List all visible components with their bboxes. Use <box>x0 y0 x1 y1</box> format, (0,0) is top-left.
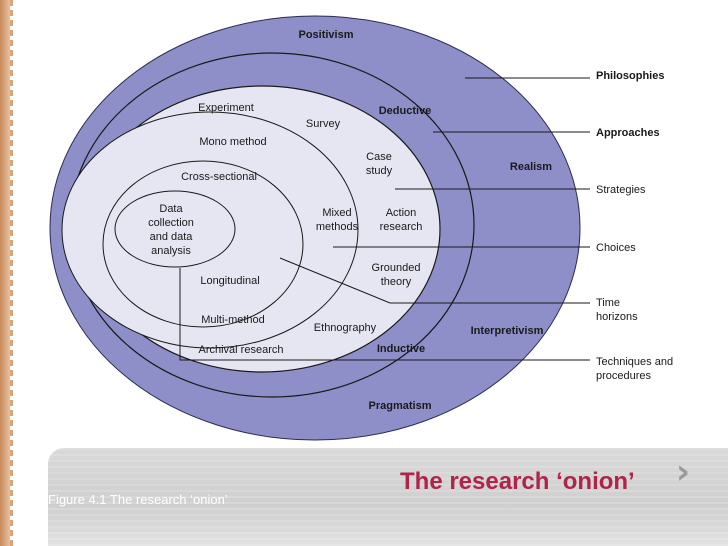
label-multi-method: Multi-method <box>201 314 265 326</box>
label-action-research-1: Action <box>386 207 417 219</box>
label-cross-sectional: Cross-sectional <box>181 171 257 183</box>
onion-layer-core <box>114 190 236 268</box>
label-archival-research: Archival research <box>199 344 284 356</box>
label-grounded-theory-2: theory <box>381 276 412 288</box>
legend-time-horizons-2: horizons <box>596 311 638 323</box>
leader-line-techniques <box>179 268 590 361</box>
label-core-4: analysis <box>151 245 191 257</box>
label-mixed-methods-1: Mixed <box>322 207 351 219</box>
legend-techniques-2: procedures <box>596 370 652 382</box>
figure-caption: Figure 4.1 The research ‘onion’ <box>48 492 228 507</box>
label-core-3: and data <box>150 231 194 243</box>
legend-strategies: Strategies <box>596 184 646 196</box>
legend-techniques-1: Techniques and <box>596 356 673 368</box>
slide-title: The research ‘onion’ <box>400 468 635 495</box>
label-case-study-2: study <box>366 165 393 177</box>
label-survey: Survey <box>306 118 341 130</box>
leader-line-time-horizons <box>279 257 590 304</box>
label-core-1: Data <box>159 203 183 215</box>
label-inductive: Inductive <box>377 343 425 355</box>
label-deductive: Deductive <box>379 105 432 117</box>
chevron-right-icon[interactable]: › <box>676 452 691 492</box>
legend-philosophies: Philosophies <box>596 70 664 82</box>
label-mono-method: Mono method <box>199 136 266 148</box>
legend-time-horizons-1: Time <box>596 297 620 309</box>
label-longitudinal: Longitudinal <box>200 275 259 287</box>
label-ethnography: Ethnography <box>314 322 377 334</box>
left-decor-dashes <box>10 0 13 546</box>
left-decor-band <box>0 0 10 546</box>
label-mixed-methods-2: methods <box>316 221 359 233</box>
label-grounded-theory-1: Grounded <box>372 262 421 274</box>
label-core-2: collection <box>148 217 194 229</box>
label-experiment: Experiment <box>198 102 254 114</box>
label-action-research-2: research <box>380 221 423 233</box>
legend-choices: Choices <box>596 242 636 254</box>
label-realism: Realism <box>510 161 552 173</box>
label-interpretivism: Interpretivism <box>471 325 544 337</box>
bottom-decor-band <box>48 448 728 546</box>
label-positivism: Positivism <box>298 29 353 41</box>
label-case-study-1: Case <box>366 151 392 163</box>
legend-approaches: Approaches <box>596 127 660 139</box>
label-pragmatism: Pragmatism <box>369 400 432 412</box>
